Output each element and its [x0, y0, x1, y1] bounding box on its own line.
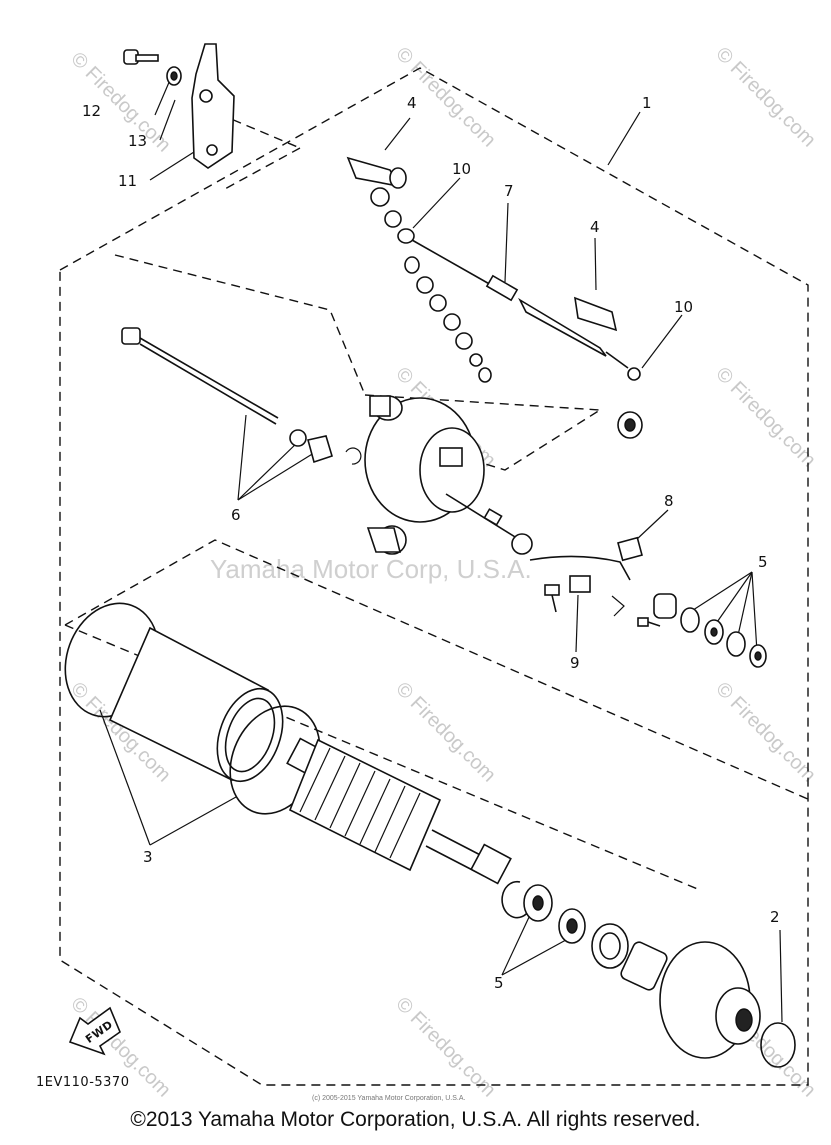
callout-3: 3 — [143, 848, 153, 866]
callout-4a: 4 — [407, 94, 417, 112]
callout-2: 2 — [770, 908, 780, 926]
leader-lines — [64, 79, 811, 1023]
part-code: 1EV110-5370 — [36, 1075, 129, 1090]
callout-10b: 10 — [674, 298, 693, 316]
callout-11: 11 — [118, 172, 137, 190]
callout-5a: 5 — [758, 553, 768, 571]
terminal-parts — [346, 156, 641, 383]
yoke-housing — [64, 602, 321, 815]
callout-10a: 10 — [452, 160, 471, 178]
bracket-assembly — [123, 43, 235, 169]
small-notice: (c) 2005-2015 Yamaha Motor Corporation, … — [312, 1095, 465, 1102]
lower-washers — [501, 880, 668, 991]
watermark-firedog: © Firedog.com — [391, 678, 500, 787]
end-cover — [364, 395, 643, 555]
callout-1: 1 — [642, 94, 652, 112]
callout-12: 12 — [82, 102, 101, 120]
watermark-firedog: © Firedog.com — [711, 678, 820, 787]
callout-8: 8 — [664, 492, 674, 510]
brush-parts — [511, 533, 661, 627]
callout-4b: 4 — [590, 218, 600, 236]
callout-7: 7 — [504, 182, 514, 200]
upper-washers — [653, 593, 767, 668]
assembly-outline — [59, 67, 809, 1086]
watermark-brand: Yamaha Motor Corp, U.S.A. — [210, 554, 532, 584]
callout-5b: 5 — [494, 974, 504, 992]
through-bolt — [121, 327, 362, 465]
callout-6: 6 — [231, 506, 241, 524]
watermark-firedog: © Firedog.com — [711, 363, 820, 472]
callout-9: 9 — [570, 654, 580, 672]
watermark-firedog: © Firedog.com — [711, 43, 820, 152]
footer-copyright: ©2013 Yamaha Motor Corporation, U.S.A. A… — [130, 1108, 701, 1131]
armature — [286, 737, 512, 885]
callout-13: 13 — [128, 132, 147, 150]
callouts: 1 2 3 4 4 5 5 6 7 8 9 10 10 11 12 13 — [82, 94, 780, 992]
front-cover — [659, 941, 796, 1068]
